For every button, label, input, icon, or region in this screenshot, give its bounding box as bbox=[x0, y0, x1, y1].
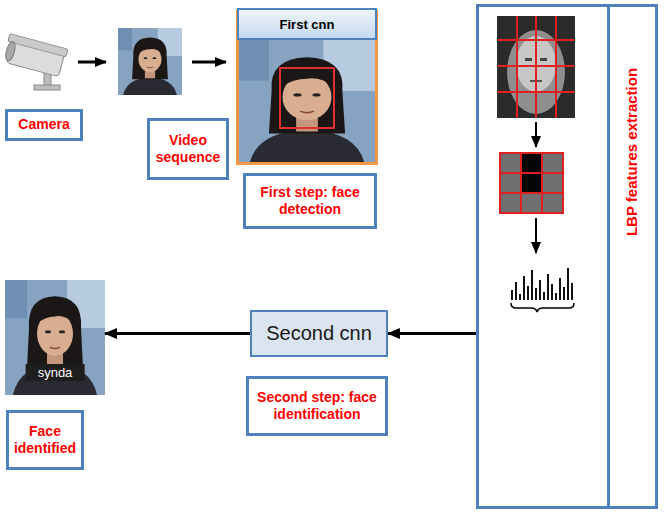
down-arrow bbox=[535, 218, 537, 253]
histogram-bar bbox=[523, 276, 525, 300]
grid-cell bbox=[542, 173, 563, 193]
down-arrow bbox=[535, 122, 537, 147]
histogram-bar bbox=[563, 287, 565, 300]
histogram-bar bbox=[551, 284, 553, 300]
flow-arrow bbox=[78, 61, 106, 64]
flow-arrow bbox=[192, 61, 226, 64]
gray-eye bbox=[540, 58, 547, 61]
detection-photo bbox=[239, 40, 375, 162]
histogram-bar bbox=[555, 293, 557, 300]
histogram-bar bbox=[515, 282, 517, 300]
grid-cell bbox=[521, 153, 542, 173]
camera-hood bbox=[8, 34, 68, 57]
histogram-bar bbox=[543, 292, 545, 300]
label-box: Face identified bbox=[6, 410, 84, 470]
label-box: Camera bbox=[5, 109, 83, 141]
histogram-bar bbox=[539, 280, 541, 300]
grid-cell bbox=[500, 193, 521, 213]
step-label-box: Second step: face identification bbox=[246, 376, 388, 436]
grid-lines bbox=[497, 16, 575, 118]
box-label: First cnn bbox=[280, 17, 335, 32]
flow-arrow bbox=[388, 332, 476, 335]
grid-cell bbox=[521, 193, 542, 213]
camera-lens bbox=[4, 41, 17, 62]
detection-rectangle bbox=[280, 68, 334, 128]
histogram-bar bbox=[567, 268, 569, 300]
grid-cell bbox=[500, 153, 521, 173]
panel-title: LBP features extraction bbox=[623, 68, 640, 236]
lbp-face-grid bbox=[497, 16, 575, 118]
box-label: First step: face detection bbox=[258, 184, 362, 219]
histogram-bar bbox=[519, 294, 521, 300]
box-label: Second step: face identification bbox=[253, 389, 381, 424]
gray-face-background bbox=[497, 16, 575, 118]
histogram-bar bbox=[571, 283, 573, 300]
grid-line bbox=[497, 91, 575, 93]
grid-line bbox=[497, 39, 575, 41]
identified-photo-image bbox=[5, 280, 105, 395]
histogram-brace bbox=[511, 303, 574, 312]
grid-cell bbox=[542, 153, 563, 173]
lbp-cell-grid bbox=[500, 153, 563, 213]
camera-icon bbox=[2, 34, 67, 90]
gray-eye bbox=[525, 58, 532, 61]
grid-cell bbox=[500, 173, 521, 193]
histogram-bar bbox=[535, 288, 537, 300]
grid-line bbox=[497, 65, 575, 67]
histogram-bar bbox=[531, 270, 533, 300]
cnn-header-box: First cnn bbox=[237, 8, 377, 40]
step-label-box: First step: face detection bbox=[243, 173, 377, 229]
lbp-histogram bbox=[511, 268, 573, 300]
grid-cell bbox=[521, 173, 542, 193]
histogram-bar bbox=[547, 274, 549, 300]
histogram-bar bbox=[527, 286, 529, 300]
flow-arrow bbox=[105, 332, 250, 335]
cnn-box: Second cnn bbox=[250, 310, 388, 357]
histogram-bar bbox=[511, 290, 513, 300]
label-box: Video sequence bbox=[147, 118, 229, 180]
box-label: Face identified bbox=[11, 423, 79, 458]
box-label: Second cnn bbox=[266, 322, 372, 345]
box-label: Camera bbox=[18, 116, 69, 134]
lbp-panel: LBP features extraction bbox=[476, 4, 658, 509]
box-label: Video sequence bbox=[152, 132, 224, 167]
camera-base bbox=[34, 85, 60, 90]
name-caption: synda bbox=[26, 364, 85, 381]
video-frame bbox=[118, 28, 182, 95]
grid-cell bbox=[542, 193, 563, 213]
histogram-bar bbox=[559, 278, 561, 300]
identified-photo: synda bbox=[5, 280, 105, 395]
